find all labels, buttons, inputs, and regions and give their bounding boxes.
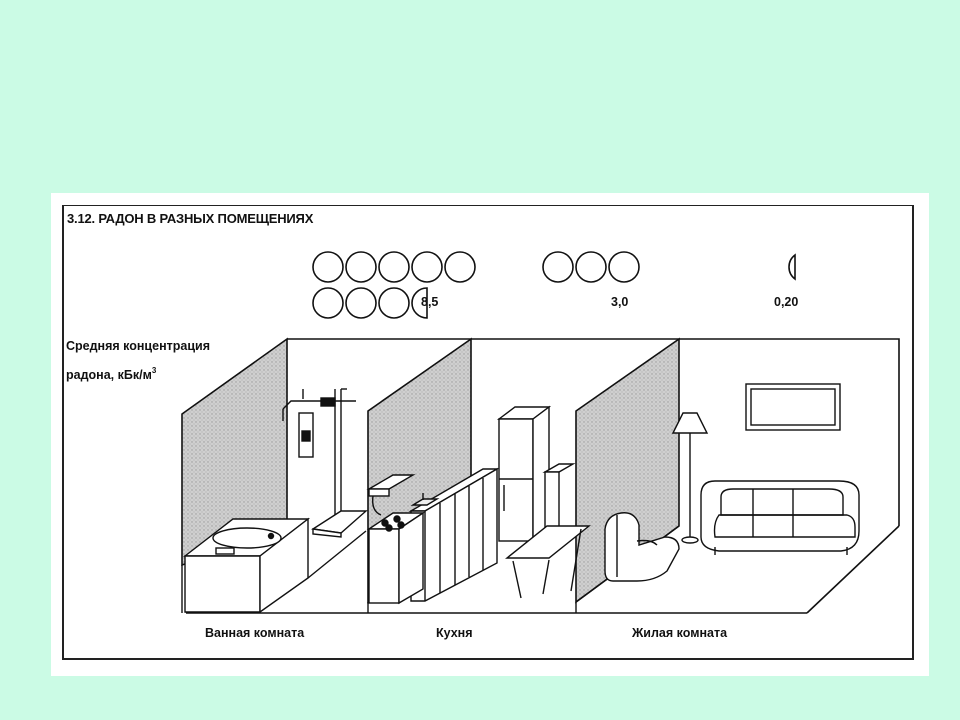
- radon-partial-circle-living-room: [788, 253, 796, 281]
- radon-circle-bathroom: [444, 251, 476, 283]
- shower-mixer: [301, 430, 311, 442]
- kitchen-sink: [410, 498, 440, 506]
- value-living-room: 0,20: [774, 295, 799, 309]
- radon-circle-bathroom: [345, 251, 377, 283]
- radon-circle-kitchen: [575, 251, 607, 283]
- room-structure: [186, 338, 900, 614]
- label-bathroom: Ванная комната: [205, 626, 305, 640]
- radon-circle-bathroom: [411, 251, 443, 283]
- legend-unit-exponent: 3: [151, 366, 157, 375]
- bathtub-basin: [212, 527, 282, 549]
- shower-head: [320, 397, 336, 407]
- figure-title: 3.12. РАДОН В РАЗНЫХ ПОМЕЩЕНИЯХ: [67, 211, 314, 226]
- radon-figure: 3.12. РАДОН В РАЗНЫХ ПОМЕЩЕНИЯХ 8,5 3,0 …: [51, 193, 929, 676]
- radon-circle-bathroom: [378, 287, 410, 319]
- stove-side: [398, 511, 424, 605]
- rooms-illustration: [181, 337, 900, 614]
- stove-burner: [393, 515, 401, 523]
- label-kitchen: Кухня: [436, 626, 473, 640]
- radon-circle-bathroom: [312, 251, 344, 283]
- stove-burner: [397, 521, 405, 529]
- radon-partial-circle-bathroom: [411, 287, 428, 319]
- armchair: [604, 512, 680, 582]
- stove-front: [368, 528, 400, 604]
- living-room: [604, 383, 860, 582]
- value-bathroom: 8,5: [421, 295, 439, 309]
- floor-lamp-shade: [671, 412, 709, 434]
- legend-line-2: радона, кБк/м3: [66, 366, 156, 382]
- tall-cabinet: [544, 471, 560, 528]
- bathtub-front: [184, 555, 261, 613]
- radon-circle-bathroom: [345, 287, 377, 319]
- bathtub-drain: [267, 532, 275, 540]
- kitchen: [366, 405, 591, 605]
- kitchen-table-top: [505, 525, 591, 559]
- radon-circle-kitchen: [608, 251, 640, 283]
- value-kitchen: 3,0: [611, 295, 629, 309]
- figure-frame: [62, 205, 914, 660]
- radon-circle-bathroom: [378, 251, 410, 283]
- legend-line-1: Средняя концентрация: [66, 339, 210, 353]
- stove-burner: [385, 524, 393, 532]
- radon-circle-kitchen: [542, 251, 574, 283]
- radon-pictograms: [312, 251, 796, 319]
- shower-rail: [282, 400, 356, 410]
- kitchen-hood-vent: [371, 495, 382, 516]
- bathtub-tap: [215, 547, 235, 555]
- sofa: [700, 480, 860, 552]
- label-living-room: Жилая комната: [632, 626, 728, 640]
- bathroom: [182, 388, 368, 614]
- fridge-front: [498, 418, 534, 542]
- stove-burner: [381, 519, 389, 527]
- legend-line-2-text: радона, кБк/м: [66, 368, 152, 382]
- radon-circle-bathroom: [312, 287, 344, 319]
